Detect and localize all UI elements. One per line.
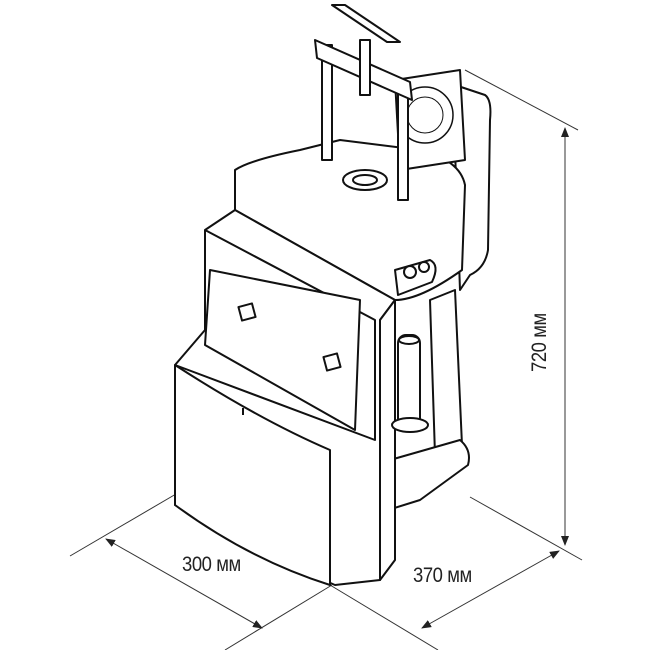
panel-window-1 — [237, 302, 257, 322]
rear-column — [429, 289, 463, 456]
base-plate — [387, 439, 470, 511]
cabinet-edge — [174, 229, 376, 441]
tool-slot-2 — [418, 261, 430, 273]
width-dimension-line — [105, 538, 263, 629]
panel-window-2 — [322, 352, 342, 372]
extension-line-top — [464, 69, 579, 131]
center-socket-inner — [352, 174, 378, 186]
machine-body — [174, 4, 492, 586]
depth-label: 370 мм — [413, 564, 472, 587]
side-panel — [379, 299, 396, 581]
extension-line-right — [469, 496, 583, 561]
press-screw — [359, 39, 371, 96]
dimension-lines — [69, 69, 583, 650]
depth-dimension-line — [421, 550, 560, 629]
cylinder — [397, 334, 421, 431]
width-label: 300 мм — [182, 553, 241, 576]
cylinder-top — [398, 335, 420, 345]
height-label: 720 мм — [528, 313, 551, 372]
press-column-right — [397, 89, 409, 201]
front-drawer — [174, 364, 331, 586]
extension-line-front — [224, 584, 333, 650]
extension-line-bottom — [329, 584, 439, 650]
tool-slot-1 — [403, 265, 417, 279]
extension-line-left — [69, 493, 177, 557]
press-handle — [331, 4, 401, 43]
cylinder-base — [391, 417, 429, 433]
